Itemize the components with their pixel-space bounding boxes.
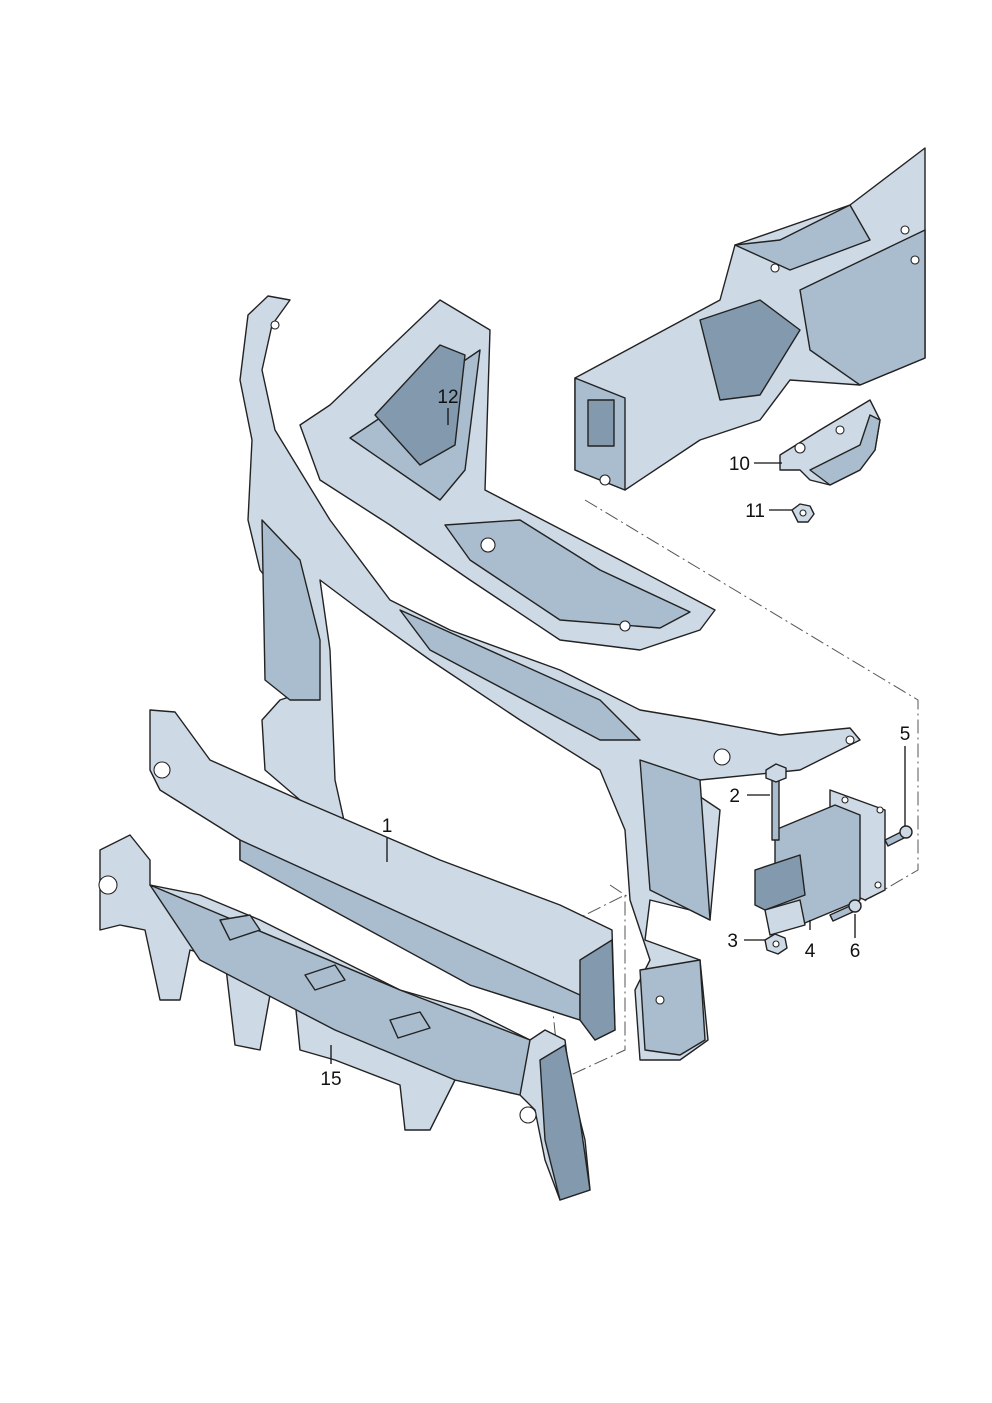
- leader-lines: [330, 408, 906, 1064]
- mounting-bracket: [779, 399, 881, 486]
- energy-absorber: [98, 834, 591, 1201]
- callout-10: 10: [729, 454, 750, 475]
- bolt-long: [765, 763, 787, 841]
- nut-lower: [764, 933, 788, 955]
- callout-labels: 1 2 3 4 5 6 10 11 12 15: [320, 387, 910, 1090]
- lock-carrier: [239, 295, 861, 1061]
- bumper-bracket: [149, 709, 616, 1041]
- callout-2: 2: [729, 786, 740, 807]
- callout-11: 11: [745, 501, 765, 522]
- longitudinal-member: [574, 147, 926, 491]
- callout-3: 3: [727, 931, 738, 952]
- crash-box: [754, 789, 886, 936]
- nut-small: [791, 503, 815, 523]
- bolt-lower-short: [829, 899, 862, 922]
- bolt-upper-short: [884, 825, 913, 847]
- callout-1: 1: [382, 816, 393, 837]
- callout-15: 15: [320, 1069, 341, 1090]
- callout-6: 6: [850, 941, 861, 962]
- callout-4: 4: [805, 941, 816, 962]
- callout-12: 12: [437, 387, 458, 408]
- callout-5: 5: [900, 724, 911, 745]
- air-duct: [299, 299, 716, 651]
